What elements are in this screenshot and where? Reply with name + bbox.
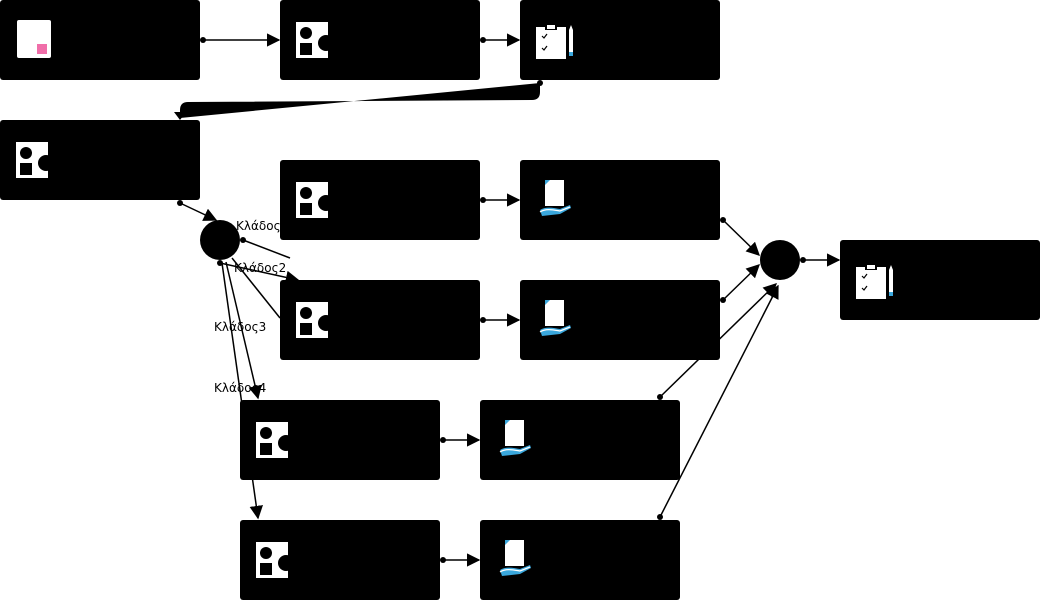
task-node-5[interactable]: [280, 160, 480, 240]
task-node-9[interactable]: [240, 400, 440, 480]
task-node-7[interactable]: [280, 280, 480, 360]
edges: [179, 33, 841, 567]
task-node-6[interactable]: [520, 160, 720, 240]
edge-g1-branch5: [221, 262, 263, 520]
task-node-11[interactable]: [240, 520, 440, 600]
edge-g1-branch1: [242, 239, 291, 259]
edge-n3-n4: [180, 83, 540, 118]
task-node-13[interactable]: [840, 240, 1040, 320]
edge-g1-branch3: [231, 257, 281, 319]
task-node-2[interactable]: [280, 0, 480, 80]
task-node-4[interactable]: [0, 120, 200, 200]
edge-n6-g2: [722, 219, 760, 256]
arrowhead: [174, 112, 186, 120]
task-node-3[interactable]: [520, 0, 720, 80]
edge-n8-g2: [722, 264, 760, 301]
task-node-8[interactable]: [520, 280, 720, 360]
task-node-12[interactable]: [480, 520, 680, 600]
edge-g1-branch2: [219, 262, 300, 285]
task-node-10[interactable]: [480, 400, 680, 480]
connection-dots: [177, 37, 806, 563]
task-node-1[interactable]: [0, 0, 200, 80]
branch-label-2: Κλάδος2: [234, 261, 286, 275]
join-gateway[interactable]: [760, 240, 800, 280]
split-gateway[interactable]: [200, 220, 240, 260]
branch-label-1: Κλάδος1: [236, 219, 288, 233]
edge-n12-g2: [659, 284, 779, 518]
edge-n10-g2: [659, 283, 777, 398]
branch-label-4: Κλάδος4: [214, 381, 266, 395]
edge-n4-g1: [179, 202, 218, 221]
form-icon: [17, 20, 51, 58]
branch-label-3: Κλάδος3: [214, 320, 266, 334]
edge-g1-branch4: [225, 261, 262, 400]
